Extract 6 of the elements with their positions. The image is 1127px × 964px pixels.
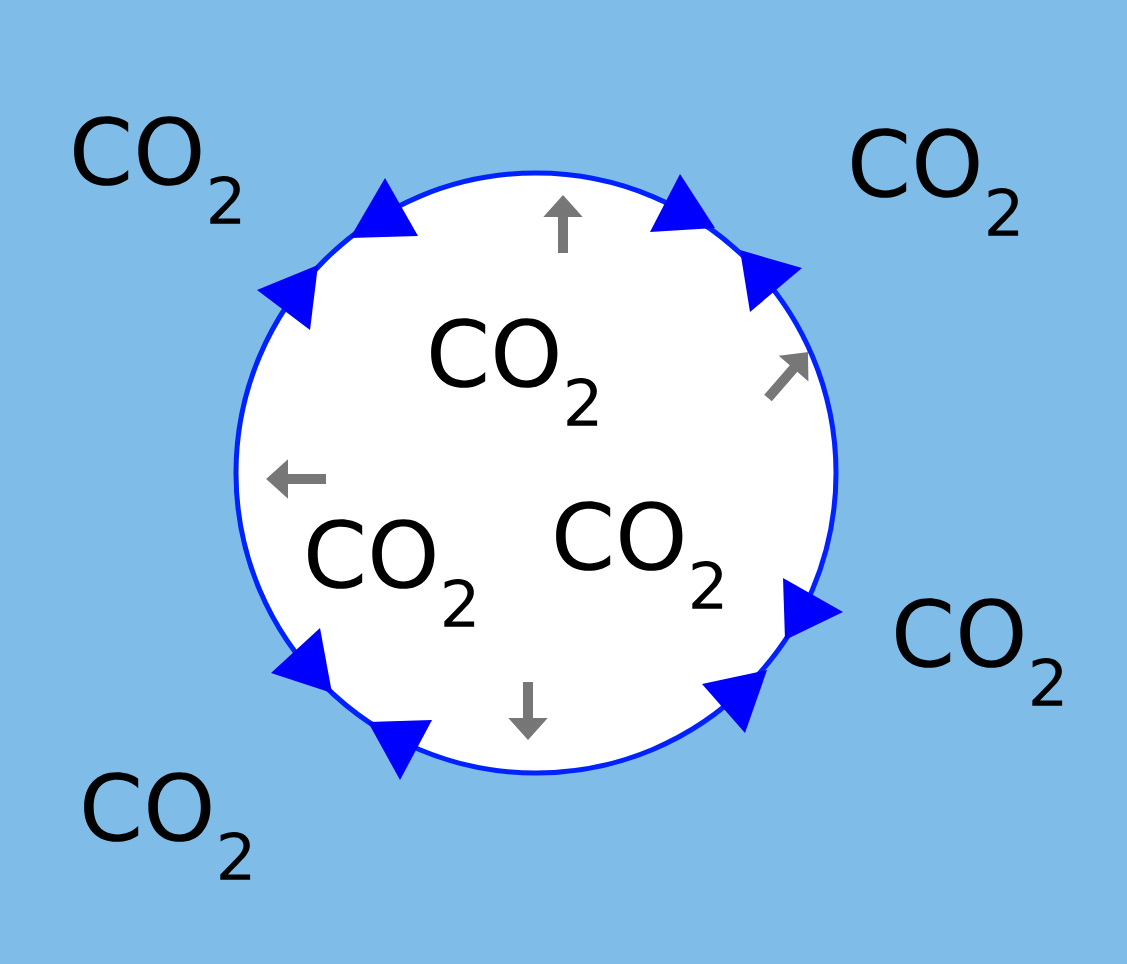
formula-label: CO$_{2}$ xyxy=(852,128,1019,236)
formula-label: CO$_{2}$ xyxy=(556,501,723,609)
formula-label: CO$_{2}$ xyxy=(431,318,598,426)
formula-label: CO$_{2}$ xyxy=(308,519,475,627)
formula-label: CO$_{2}$ xyxy=(84,772,251,880)
formula-label: CO$_{2}$ xyxy=(74,116,241,224)
